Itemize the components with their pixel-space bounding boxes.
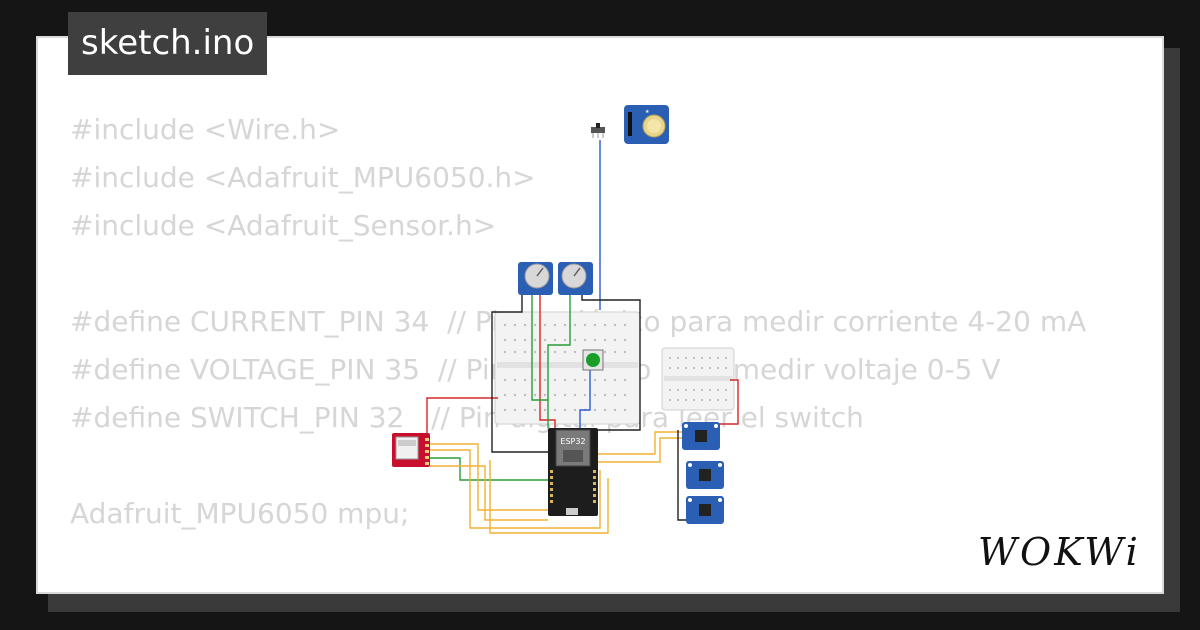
push-button-icon[interactable] (582, 349, 604, 371)
slide-switch-icon[interactable] (591, 123, 605, 138)
wire-blue (579, 370, 591, 428)
sd-card-module-icon[interactable] (392, 433, 430, 467)
wire-yellow (430, 443, 548, 511)
code-line-2: #include <Adafruit_MPU6050.h> (70, 161, 536, 194)
wokwi-logo: WOKWi (978, 530, 1141, 574)
wire-green (531, 292, 548, 401)
rtc-module-icon[interactable]: ★ (624, 105, 669, 144)
wire-yellow (430, 449, 601, 529)
breadboard-main (494, 311, 641, 425)
wire-yellow (489, 460, 609, 534)
esp32-label: ESP32 (560, 437, 585, 446)
wire-black (581, 292, 641, 431)
wire-green (430, 457, 548, 481)
wire-green (547, 292, 571, 428)
wire-red (718, 379, 739, 425)
esp32-board[interactable]: ESP32 (548, 428, 598, 516)
svg-text:★: ★ (645, 109, 650, 115)
code-line-1: #include <Wire.h> (70, 113, 341, 146)
breadboard-small (661, 347, 735, 411)
potentiometer-icon[interactable] (558, 262, 593, 295)
mpu6050-module-icon[interactable] (686, 496, 724, 524)
wire-yellow (430, 465, 548, 521)
file-tab[interactable]: sketch.ino (68, 12, 268, 75)
mpu6050-module-icon[interactable] (682, 422, 720, 450)
wires (426, 140, 739, 534)
mpu6050-module-icon[interactable] (686, 461, 724, 489)
wire-yellow (598, 437, 682, 463)
wire-red (426, 397, 498, 440)
wire-black (491, 292, 548, 453)
potentiometer-icon[interactable] (518, 262, 553, 295)
wire-yellow (598, 431, 682, 455)
code-line-3: #include <Adafruit_Sensor.h> (70, 209, 497, 242)
code-line-9: Adafruit_MPU6050 mpu; (70, 497, 410, 530)
